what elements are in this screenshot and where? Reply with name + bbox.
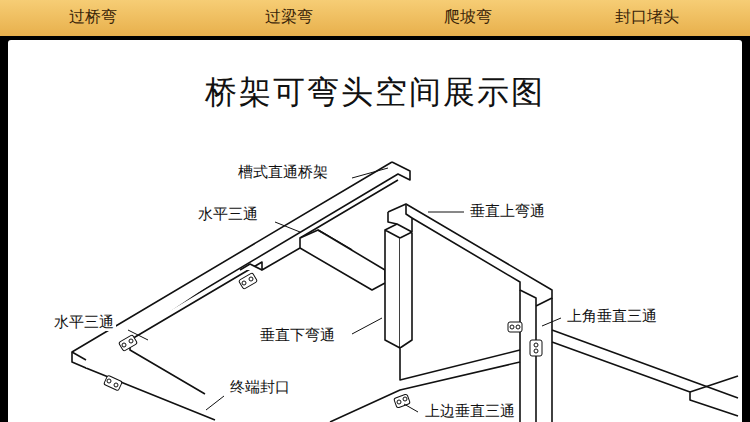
tab-label: 过桥弯 (69, 8, 117, 26)
bolt-plates (104, 273, 542, 408)
bolt (534, 343, 538, 347)
part-label: 槽式直通桥架 (236, 164, 330, 181)
upper-tray (406, 204, 412, 218)
lower-tray (690, 376, 738, 392)
bolt-plate (239, 273, 258, 290)
bolt (534, 349, 538, 353)
tab-label: 封口堵头 (615, 8, 679, 26)
tab-label: 过梁弯 (265, 8, 313, 26)
tray-outline (72, 352, 86, 360)
lower-tray (552, 342, 738, 416)
leader-line (275, 222, 300, 232)
bolt-plate (119, 335, 138, 352)
part-label: 终端封口 (228, 379, 292, 396)
lower-tray (330, 362, 520, 422)
upper-tray (412, 218, 536, 306)
leader-line (128, 330, 148, 340)
tray-outline (86, 162, 410, 420)
tray-lines (72, 162, 738, 422)
bolt (114, 383, 118, 387)
tray-outline (130, 340, 205, 394)
bolt (249, 277, 253, 281)
leader-line (352, 318, 382, 334)
riser (385, 230, 400, 348)
bolt (107, 379, 111, 383)
bolt (397, 400, 401, 404)
leader-line (352, 168, 388, 178)
bolt-plate (508, 322, 522, 332)
drop-tee (519, 290, 521, 422)
lower-tray (552, 330, 738, 398)
bolt (129, 339, 133, 343)
tray-outline (72, 162, 392, 368)
part-label: 上边垂直三通 (423, 403, 517, 420)
bolt (122, 343, 126, 347)
part-label: 水平三通 (52, 314, 116, 331)
bolt (510, 325, 514, 329)
riser (385, 224, 412, 232)
leader-line (542, 318, 561, 326)
drop-tee (551, 298, 553, 422)
bolt (516, 325, 520, 329)
diagram-title: 桥架可弯头空间展示图 (205, 74, 545, 111)
bolt-plate (530, 340, 542, 356)
bolt (242, 281, 246, 285)
leader-lines (128, 168, 561, 412)
leader-line (404, 404, 418, 412)
part-label: 上角垂直三通 (565, 308, 659, 325)
riser (400, 232, 412, 348)
bolt-plate (104, 375, 123, 391)
upper-tray (388, 212, 397, 224)
tab-label: 爬坡弯 (444, 8, 492, 26)
leader-line (206, 396, 224, 410)
part-label: 水平三通 (196, 206, 260, 223)
tray-outline (240, 264, 262, 270)
tray-outline (130, 180, 398, 340)
leader-line (428, 212, 464, 213)
tray-outline (300, 248, 385, 290)
bolt (403, 397, 407, 401)
part-label: 垂直上弯通 (468, 203, 547, 220)
part-label: 垂直下弯通 (258, 327, 337, 344)
upper-tray (388, 204, 552, 306)
drop-tee (535, 306, 537, 422)
